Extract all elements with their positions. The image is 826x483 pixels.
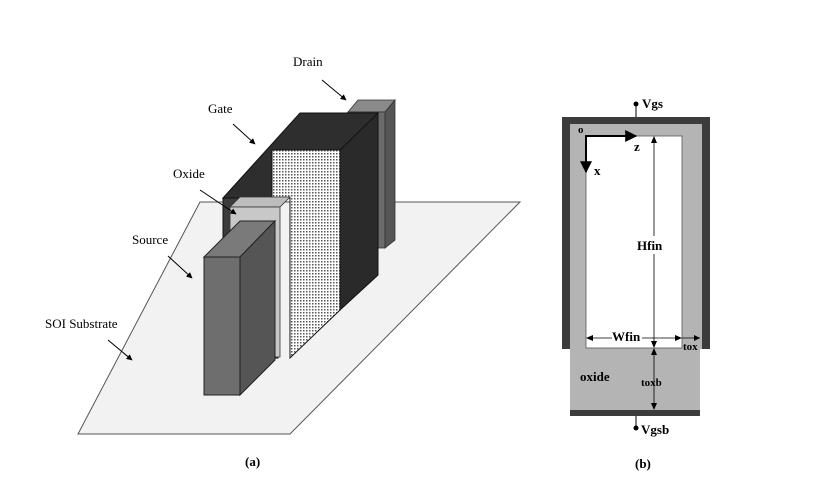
- caption-a: (a): [245, 454, 260, 469]
- x-axis-label: x: [594, 163, 601, 178]
- wfin-arrow-right: [675, 335, 682, 341]
- hfin-label: Hfin: [637, 238, 663, 253]
- toxb-label: toxb: [641, 377, 662, 389]
- wfin-arrow-left: [586, 335, 593, 341]
- substrate-label: SOI Substrate: [45, 316, 118, 331]
- source-label: Source: [132, 232, 168, 247]
- source-arrow: [167, 255, 193, 279]
- wfin-label: Wfin: [612, 329, 641, 344]
- vgsb-label: Vgsb: [641, 422, 669, 437]
- gate-arrow: [232, 123, 256, 145]
- vgs-label: Vgs: [642, 96, 663, 111]
- hfin-arrow-top: [651, 136, 657, 143]
- vgs-terminal-dot: [633, 101, 639, 107]
- drain-label: Drain: [293, 54, 323, 69]
- source-side: [239, 219, 276, 397]
- finfet-cross-section: Vgs Vgsb o z x Hfin Wfin tox toxb oxide: [562, 96, 710, 471]
- drain-side: [384, 98, 396, 249]
- finfet-3d-view: Drain Gate Oxide Source SOI Substrate (a…: [45, 54, 522, 469]
- drain-arrow: [321, 79, 347, 101]
- hfin-arrow-bottom: [651, 341, 657, 348]
- source-front: [203, 256, 241, 396]
- z-axis-label: z: [634, 139, 640, 154]
- wfin-label-bg: [612, 330, 642, 342]
- tox-arrow: [694, 335, 700, 341]
- buried-oxide: [570, 349, 700, 411]
- toxb-arrow-top: [651, 348, 657, 355]
- toxb-arrow-bottom: [651, 403, 657, 410]
- caption-b: (b): [635, 456, 651, 471]
- oxide-label: Oxide: [173, 166, 205, 181]
- oxide-arrow: [199, 189, 237, 215]
- bottom-gate-metal: [570, 410, 700, 416]
- vgsb-terminal-dot: [633, 425, 639, 431]
- substrate-arrow: [107, 339, 133, 361]
- oxide-region-label: oxide: [580, 369, 610, 384]
- tox-label: tox: [683, 341, 698, 353]
- oxide-top: [229, 196, 291, 208]
- origin-label: o: [578, 124, 584, 136]
- hfin-label-bg: [636, 236, 672, 254]
- gate-label: Gate: [208, 101, 233, 116]
